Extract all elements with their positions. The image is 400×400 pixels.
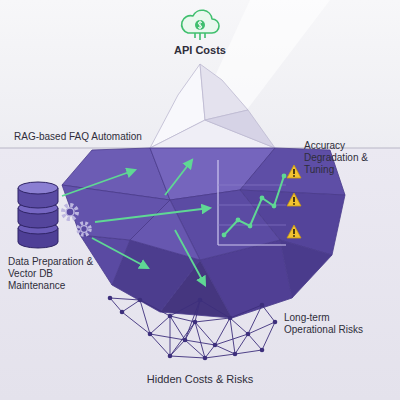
root-node xyxy=(108,296,113,301)
root-line xyxy=(195,300,200,322)
accuracy-chart xyxy=(218,160,286,245)
root-line xyxy=(205,345,215,358)
root-line xyxy=(150,334,170,356)
root-line xyxy=(150,334,185,340)
root-line xyxy=(170,322,195,356)
root-node xyxy=(233,352,238,357)
root-line xyxy=(195,318,230,322)
gear-icons xyxy=(63,205,90,235)
warning-icons xyxy=(287,165,301,238)
root-line xyxy=(170,356,205,358)
label-text: Data Preparation & Vector DB Maintenance xyxy=(8,256,94,292)
root-line xyxy=(230,305,262,318)
root-node xyxy=(168,314,173,319)
root-node xyxy=(168,354,173,359)
root-line xyxy=(110,298,140,300)
database-icon xyxy=(18,182,58,248)
iceberg-tip xyxy=(150,64,275,148)
root-line xyxy=(262,305,275,322)
root-node xyxy=(148,332,153,337)
label-text: Accuracy Degradation & Tuning xyxy=(304,140,394,176)
root-node xyxy=(120,310,125,315)
network-roots xyxy=(108,296,278,361)
root-line xyxy=(235,350,262,354)
cloud-cost-icon xyxy=(182,10,219,40)
root-line xyxy=(170,300,200,316)
root-node xyxy=(228,316,233,321)
root-line xyxy=(185,300,200,340)
root-node xyxy=(183,338,188,343)
root-line xyxy=(195,322,205,358)
root-line xyxy=(248,305,262,334)
root-node xyxy=(203,356,208,361)
root-node xyxy=(193,320,198,325)
iceberg-body xyxy=(62,148,345,318)
root-line xyxy=(140,300,150,334)
root-line xyxy=(230,318,248,334)
root-line xyxy=(205,354,235,358)
sky xyxy=(0,0,400,148)
root-line xyxy=(122,300,140,312)
root-node xyxy=(246,332,251,337)
root-line xyxy=(150,316,170,334)
root-line xyxy=(170,316,195,322)
root-line xyxy=(248,322,275,334)
root-line xyxy=(215,345,235,354)
root-node xyxy=(273,320,278,325)
root-line xyxy=(140,300,170,316)
root-node xyxy=(198,298,203,303)
root-line xyxy=(262,322,275,350)
root-node xyxy=(260,303,265,308)
label-text: Long-term Operational Risks xyxy=(284,312,374,336)
root-line xyxy=(110,298,122,312)
root-node xyxy=(213,343,218,348)
label-text: API Costs xyxy=(140,44,260,57)
root-line xyxy=(122,312,150,334)
root-line xyxy=(230,318,235,354)
root-node xyxy=(138,298,143,303)
root-line xyxy=(170,316,185,340)
root-node xyxy=(260,348,265,353)
root-line xyxy=(235,334,248,354)
root-line xyxy=(200,300,230,318)
label-text: Hidden Costs & Risks xyxy=(100,373,300,386)
water xyxy=(0,148,400,400)
root-line xyxy=(248,334,262,350)
root-line xyxy=(215,334,248,345)
root-line xyxy=(170,316,171,356)
label-text: RAG-based FAQ Automation xyxy=(14,131,154,143)
root-line xyxy=(185,340,205,358)
